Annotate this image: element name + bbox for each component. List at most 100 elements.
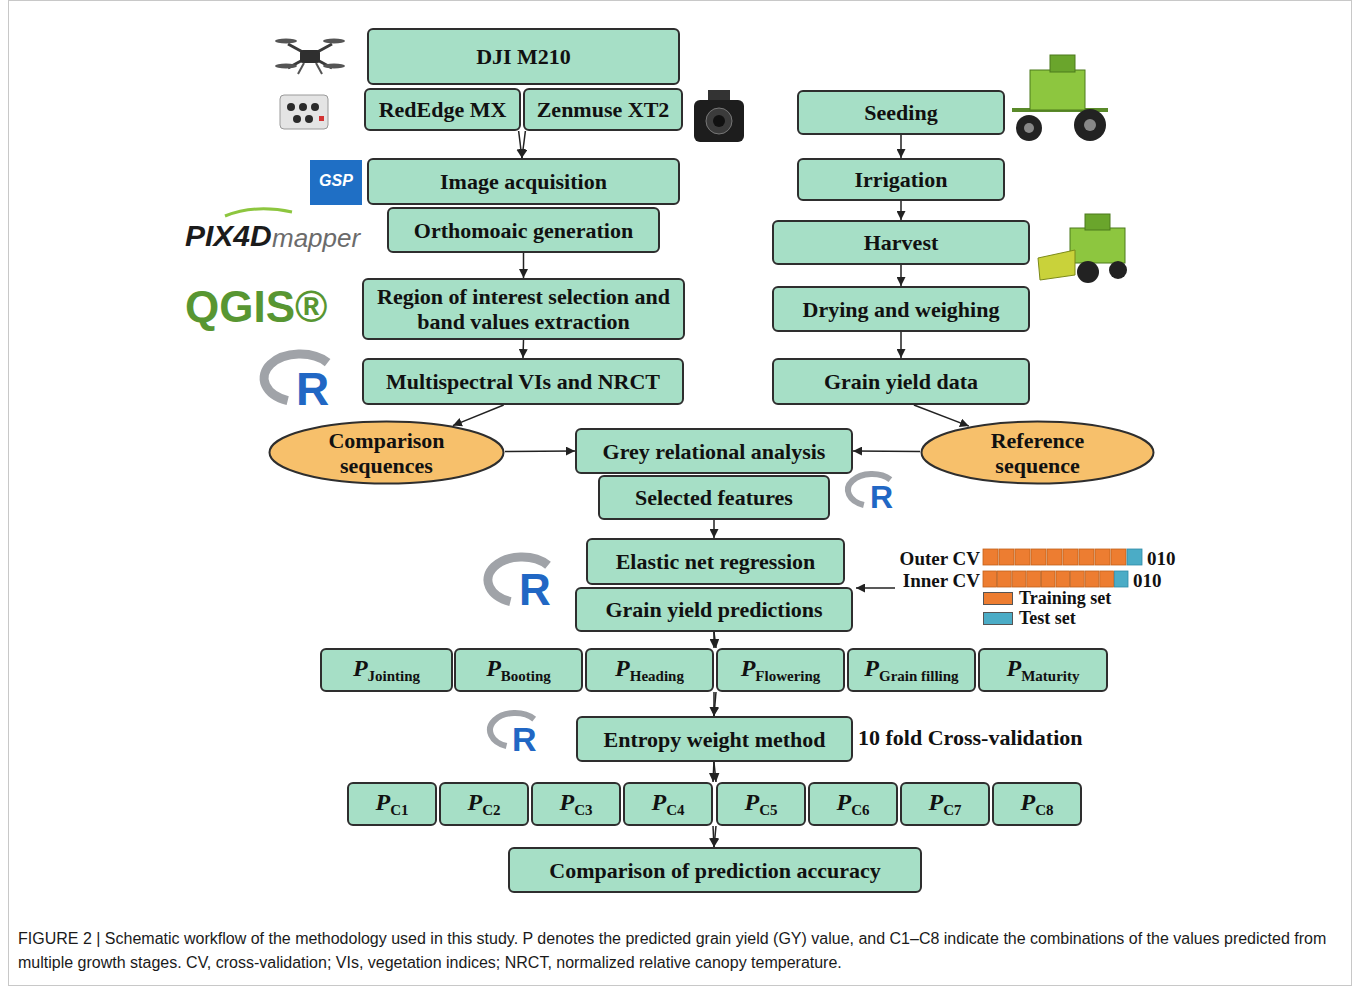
- seeder-body: [1030, 70, 1085, 110]
- node-text: Drying and weighing: [803, 297, 1000, 322]
- legend-text: Training set: [1019, 589, 1111, 607]
- sequence-ellipse: Reference sequence: [920, 420, 1155, 485]
- node-label: Elastic net regression: [616, 549, 816, 574]
- node-label: PC3: [559, 790, 592, 818]
- node-text: Seeding: [864, 100, 937, 125]
- node-text: P: [928, 790, 943, 815]
- node-label: Orthomoaic generation: [414, 218, 633, 243]
- legend-swatch: [983, 592, 1013, 605]
- drone-body: [300, 50, 320, 63]
- fold-cell: [983, 571, 997, 587]
- node-label: Drying and weighing: [803, 297, 1000, 322]
- camera-lens: [299, 103, 307, 111]
- node-text: Maturity: [1021, 664, 1079, 689]
- node-text: C6: [851, 798, 869, 823]
- ellipse-shape: [922, 422, 1154, 484]
- process-box: Grain yield predictions: [575, 587, 853, 632]
- node-text: Harvest: [864, 230, 939, 255]
- node-label: PBooting: [486, 656, 551, 684]
- drone-icon: [275, 39, 345, 75]
- node-label: PC7: [928, 790, 961, 818]
- fold-cell: [1063, 549, 1078, 565]
- process-box: Seeding: [797, 90, 1005, 135]
- node-text: P: [353, 656, 368, 681]
- fold-cell: [1085, 571, 1099, 587]
- camera-mount: [708, 90, 730, 100]
- flow-arrow: [522, 340, 524, 358]
- drone-propeller: [275, 64, 297, 69]
- flow-arrow: [900, 265, 902, 286]
- outer-cv-bar: [983, 549, 1142, 565]
- prediction-box: PMaturity: [978, 648, 1108, 692]
- logo-text: PIX4D: [185, 221, 272, 251]
- fold-cell: [1056, 571, 1070, 587]
- prediction-box: PHeading: [585, 648, 714, 692]
- figure-caption: FIGURE 2 | Schematic workflow of the met…: [18, 927, 1340, 975]
- seeder-wheel: [1016, 115, 1042, 141]
- process-box: Grain yield data: [772, 358, 1030, 405]
- drone-arm: [288, 44, 332, 68]
- thermal-camera-icon: [694, 90, 744, 142]
- fold-cell: [1027, 571, 1041, 587]
- gsp-logo: [310, 160, 362, 205]
- process-box: Grey relational analysis: [575, 428, 853, 474]
- fold-cell: [999, 549, 1014, 565]
- flow-arrow: [523, 253, 525, 278]
- prediction-box: PC8: [992, 782, 1082, 826]
- prediction-box: PJointing: [320, 648, 453, 692]
- process-box: Image acquisition: [367, 158, 680, 205]
- node-label: Entropy weight method: [603, 727, 825, 752]
- fold-cell: [1079, 549, 1094, 565]
- seeder-hub: [1084, 119, 1096, 131]
- node-text: Region of interest selection and band va…: [377, 284, 670, 334]
- node-text: RedEdge MX: [379, 97, 507, 122]
- logo-letter: R: [512, 722, 537, 756]
- node-text: C1: [390, 798, 408, 823]
- cv-arrow: [856, 587, 895, 589]
- node-label: Grain yield predictions: [605, 597, 822, 622]
- drone-arm: [288, 44, 332, 68]
- node-text: P: [741, 656, 756, 681]
- node-label: PGrain filling: [864, 656, 958, 684]
- node-text: Image acquisition: [440, 169, 607, 194]
- node-text: Grey relational analysis: [603, 439, 826, 464]
- legend-entry: Training set: [983, 589, 1111, 607]
- seeder-icon: [1012, 55, 1108, 141]
- fold-cell: [1031, 549, 1046, 565]
- flow-arrow: [853, 450, 920, 452]
- drone-propeller: [323, 39, 345, 44]
- legend-entry: Test set: [983, 609, 1076, 627]
- figure-frame: [9, 1, 1352, 986]
- prediction-box: PC3: [531, 782, 621, 826]
- logo-letter: R: [296, 366, 329, 412]
- node-text: P: [615, 656, 630, 681]
- node-label: PMaturity: [1007, 656, 1080, 684]
- fold-cell: [1012, 571, 1026, 587]
- node-text: P: [375, 790, 390, 815]
- camera-lens: [305, 115, 313, 123]
- node-text: DJI M210: [476, 44, 571, 69]
- node-text: Flowering: [755, 664, 820, 689]
- process-box: Multispectral VIs and NRCT: [362, 358, 684, 405]
- logo-text: GSP: [310, 173, 362, 189]
- node-label: DJI M210: [476, 44, 571, 69]
- drone-propeller: [275, 39, 297, 44]
- node-text: P: [467, 790, 482, 815]
- node-label: Irrigation: [855, 167, 948, 192]
- node-text: Entropy weight method: [603, 727, 825, 752]
- prediction-box: PC7: [900, 782, 990, 826]
- node-label: Seeding: [864, 100, 937, 125]
- node-text: Zenmuse XT2: [537, 97, 670, 122]
- process-box: Harvest: [772, 220, 1030, 265]
- fold-cell: [1127, 549, 1142, 565]
- prediction-box: PFlowering: [716, 648, 845, 692]
- node-text: P: [486, 656, 501, 681]
- node-label: PC5: [744, 790, 777, 818]
- fold-cell: [1114, 571, 1128, 587]
- node-text: P: [744, 790, 759, 815]
- node-text: Comparison of prediction accuracy: [549, 858, 880, 883]
- process-box: Region of interest selection and band va…: [362, 278, 685, 340]
- node-text: Grain yield data: [824, 369, 978, 394]
- node-label: PC1: [375, 790, 408, 818]
